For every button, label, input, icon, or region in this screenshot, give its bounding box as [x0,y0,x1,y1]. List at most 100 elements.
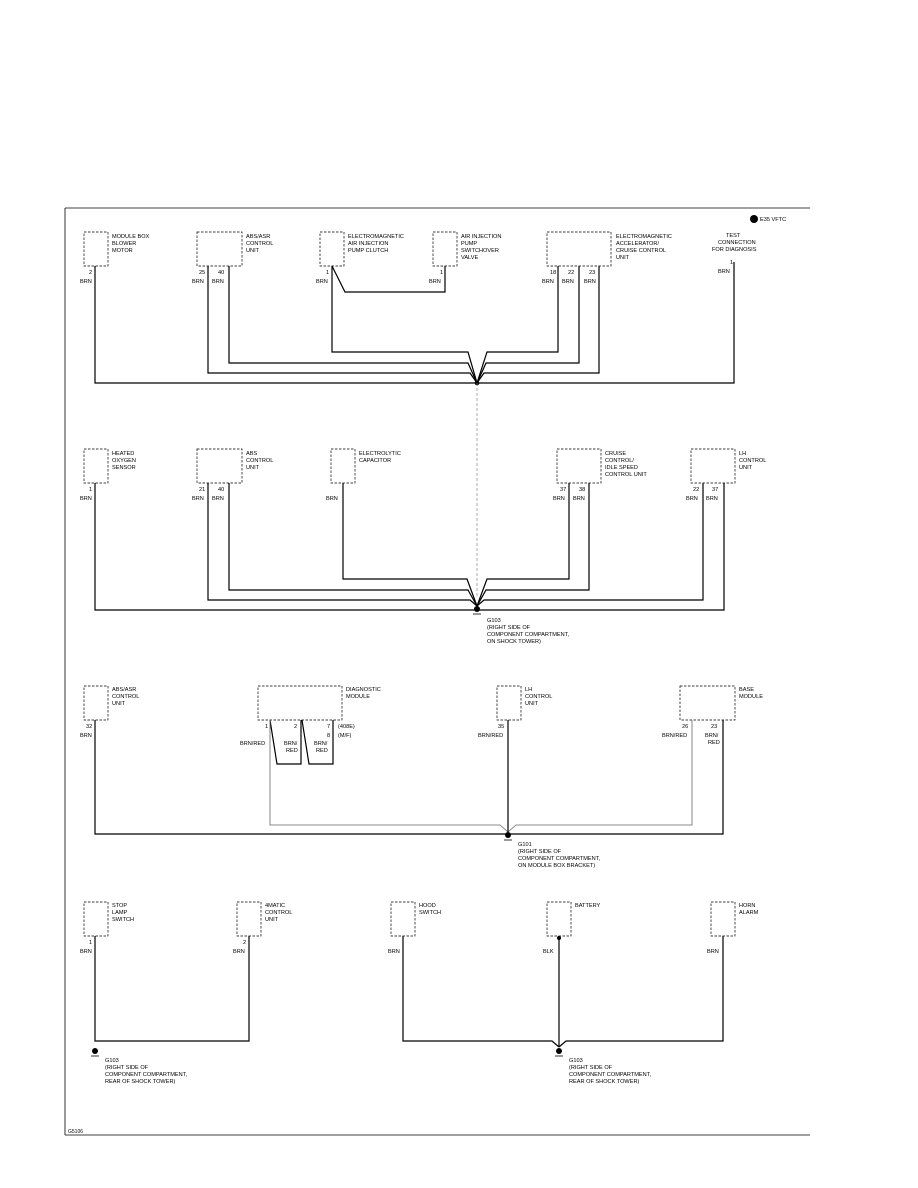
svg-text:7: 7 [327,724,330,730]
component-box [83,231,109,267]
svg-text:CAPACITOR: CAPACITOR [359,458,391,464]
svg-text:UNIT: UNIT [246,465,260,471]
svg-text:BRN: BRN [584,279,596,285]
ground-icon [474,606,480,612]
svg-text:ABS: ABS [246,451,257,457]
svg-text:STOP: STOP [112,903,127,909]
svg-text:40: 40 [218,487,224,493]
svg-text:37: 37 [560,487,566,493]
svg-text:OXYGEN: OXYGEN [112,458,136,464]
component-lh-control-unit-2: LH CONTROL UNIT 35 BRN/RED [478,687,552,739]
svg-text:CONTROL UNIT: CONTROL UNIT [605,472,647,478]
svg-text:BRN/: BRN/ [705,733,719,739]
svg-text:BRN/: BRN/ [284,741,298,747]
svg-text:PUMP CLUTCH: PUMP CLUTCH [348,248,388,254]
svg-text:BRN: BRN [212,279,224,285]
svg-text:RED: RED [286,748,298,754]
svg-text:UNIT: UNIT [112,701,126,707]
svg-text:BRN: BRN [718,269,730,275]
svg-text:37: 37 [712,487,718,493]
svg-text:TEST: TEST [726,233,741,239]
component-electrolytic-capacitor: ELECTROLYTIC CAPACITOR BRN [326,451,401,502]
svg-text:1: 1 [89,487,92,493]
svg-text:CONTROL: CONTROL [246,241,273,247]
svg-text:VALVE: VALVE [461,255,478,261]
svg-text:(408E): (408E) [338,724,355,730]
section-4: STOP LAMP SWITCH 1 BRN 4MATIC CONTROL UN… [80,901,759,1085]
svg-text:G103: G103 [105,1058,119,1064]
component-box [83,685,109,721]
svg-text:1: 1 [440,270,443,276]
svg-text:SWITCH: SWITCH [419,910,441,916]
svg-text:G103: G103 [487,618,501,624]
component-box [390,901,416,937]
wires [94,936,724,1048]
svg-text:CONTROL/: CONTROL/ [605,458,634,464]
component-heated-oxygen-sensor: HEATED OXYGEN SENSOR 1 BRN [80,451,136,502]
svg-text:ELECTROLYTIC: ELECTROLYTIC [359,451,401,457]
svg-text:SWITCHOVER: SWITCHOVER [461,248,499,254]
ground-icon [92,1048,98,1054]
svg-text:1: 1 [730,260,733,266]
vehicle-badge: E35 VFTC [750,215,786,223]
svg-text:35: 35 [498,724,504,730]
component-cruise-idle-speed-control-unit: CRUISE CONTROL/ IDLE SPEED CONTROL UNIT … [553,451,647,502]
svg-text:BRN/RED: BRN/RED [662,733,687,739]
svg-text:LH: LH [739,451,746,457]
section-1: MODULE BOX BLOWER MOTOR 2 BRN ABS/ASR CO… [80,231,757,598]
component-base-module: BASE MODULE 26 23 BRN/RED BRN/ RED [662,687,763,746]
svg-text:COMPONENT COMPARTMENT,: COMPONENT COMPARTMENT, [569,1072,651,1078]
svg-text:CONTROL: CONTROL [112,694,139,700]
wires [94,262,735,598]
component-test-connection: TEST CONNECTION FOR DIAGNOSIS 1 BRN [712,233,757,275]
ground-g101: G101 (RIGHT SIDE OF COMPONENT COMPARTMEN… [504,832,600,869]
svg-text:FOR DIAGNOSIS: FOR DIAGNOSIS [712,247,757,253]
svg-text:23: 23 [589,270,595,276]
component-horn-alarm: HORN ALARM BRN [707,903,759,955]
svg-text:BRN: BRN [80,733,92,739]
component-stop-lamp-switch: STOP LAMP SWITCH 1 BRN [80,903,134,955]
component-blower-motor: MODULE BOX BLOWER MOTOR 2 BRN [80,234,150,285]
svg-text:(RIGHT SIDE OF: (RIGHT SIDE OF [105,1065,149,1071]
svg-text:AIR INJECTION: AIR INJECTION [461,234,501,240]
svg-text:ELECTROMAGNETIC: ELECTROMAGNETIC [616,234,672,240]
component-box [556,448,602,484]
svg-text:BRN/: BRN/ [314,741,328,747]
svg-text:UNIT: UNIT [616,255,630,261]
svg-text:MODULE BOX: MODULE BOX [112,234,150,240]
svg-text:HORN: HORN [739,903,755,909]
svg-text:CRUISE: CRUISE [605,451,626,457]
svg-text:40: 40 [218,270,224,276]
svg-text:22: 22 [693,487,699,493]
svg-text:BRN: BRN [388,949,400,955]
component-abs-asr-control-unit: ABS/ASR CONTROL UNIT 25 40 BRN BRN [192,234,273,285]
vehicle-code: E35 VFTC [760,217,786,223]
component-air-injection-switchover-valve: AIR INJECTION PUMP SWITCHOVER VALVE 1 BR… [429,234,501,285]
component-air-injection-pump-clutch: ELECTROMAGNETIC AIR INJECTION PUMP CLUTC… [316,234,404,285]
svg-text:4MATIC: 4MATIC [265,903,285,909]
component-diagnostic-module: DIAGNOSTIC MODULE 1 2 7 8 (408E) (M/F) B… [240,687,381,754]
e-badge-icon [750,215,758,223]
svg-text:32: 32 [86,724,92,730]
svg-text:1: 1 [265,724,268,730]
svg-text:BRN: BRN [553,496,565,502]
svg-text:HEATED: HEATED [112,451,134,457]
component-box [690,448,736,484]
svg-text:(RIGHT SIDE OF: (RIGHT SIDE OF [487,625,531,631]
component-box [83,448,109,484]
svg-text:(RIGHT SIDE OF: (RIGHT SIDE OF [569,1065,613,1071]
component-box [330,448,356,484]
ground-g103: G103 (RIGHT SIDE OF COMPONENT COMPARTMEN… [473,606,569,645]
svg-text:ON SHOCK TOWER): ON SHOCK TOWER) [487,639,541,645]
svg-text:LAMP: LAMP [112,910,128,916]
svg-text:BRN: BRN [80,496,92,502]
svg-text:G103: G103 [569,1058,583,1064]
component-abs-asr-control-unit-2: ABS/ASR CONTROL UNIT 32 BRN [80,687,139,739]
svg-text:G101: G101 [518,842,532,848]
svg-text:UNIT: UNIT [265,917,279,923]
svg-text:BRN: BRN [316,279,328,285]
component-box [257,685,343,721]
component-box [546,231,612,267]
svg-text:ABS/ASR: ABS/ASR [246,234,270,240]
svg-text:BRN: BRN [233,949,245,955]
